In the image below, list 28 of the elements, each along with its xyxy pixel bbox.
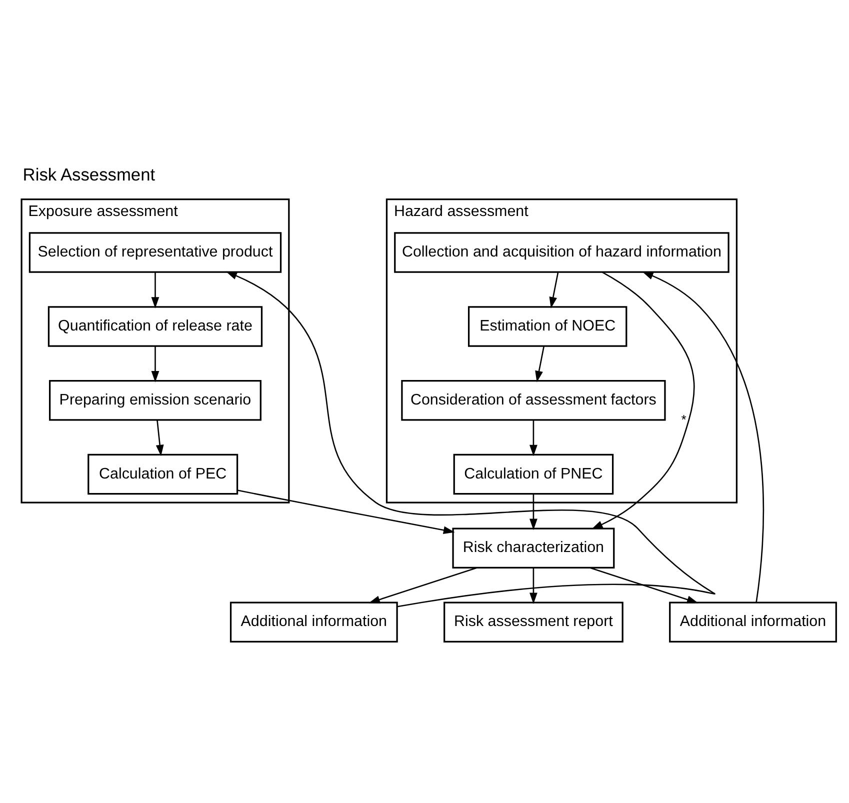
arrow <box>237 489 455 534</box>
arrow <box>591 271 695 529</box>
arrow <box>642 270 764 602</box>
node-box: Collection and acquisition of hazard information <box>394 232 730 272</box>
arrow <box>226 270 712 607</box>
arrow <box>156 420 164 456</box>
arrow <box>535 346 545 382</box>
node-box: Additional information <box>669 601 837 642</box>
arrow <box>530 420 538 456</box>
diagram-title: Risk Assessment <box>22 164 156 184</box>
node-box: Quantification of release rate <box>48 306 263 346</box>
arrow <box>530 494 538 530</box>
node-box: Preparing emission scenario <box>49 380 262 420</box>
node-box: Consideration of assessment factors <box>401 380 666 420</box>
arrow <box>151 346 160 382</box>
edge-label: * <box>681 412 686 427</box>
arrow <box>368 566 477 603</box>
node-box: Additional information <box>230 601 398 642</box>
node-box: Risk characterization <box>452 527 615 568</box>
node-box: Calculation of PEC <box>88 453 238 494</box>
node-box: Selection of representative product <box>28 232 282 272</box>
node-box: Calculation of PNEC <box>453 453 614 494</box>
node-box: Estimation of NOEC <box>468 306 628 346</box>
arrow <box>549 272 559 308</box>
arrow <box>590 566 698 603</box>
arrow <box>530 568 538 604</box>
node-box: Risk assessment report <box>444 601 624 642</box>
arrow <box>151 272 160 308</box>
